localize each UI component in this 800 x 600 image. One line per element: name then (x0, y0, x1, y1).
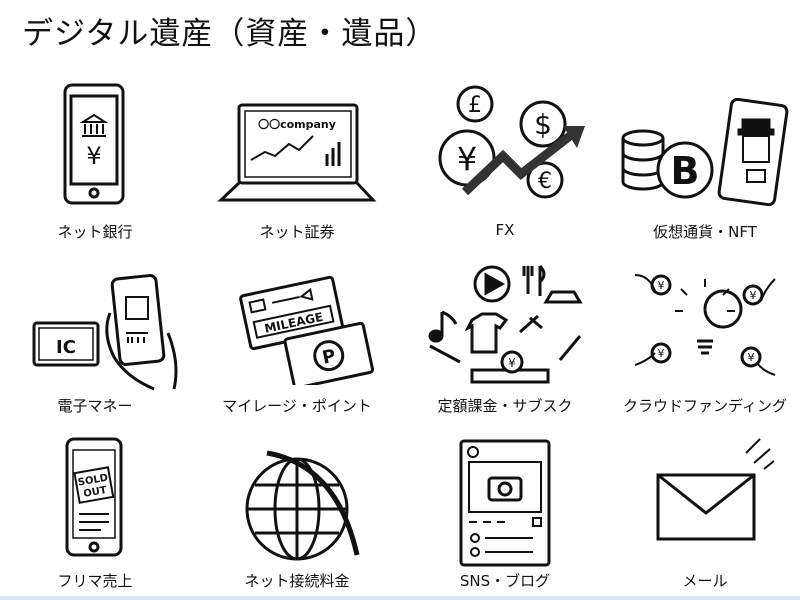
label-internet-fee: ネット接続料金 (244, 572, 350, 590)
svg-text:¥: ¥ (658, 279, 665, 292)
flea-market-icon: SOLD OUT (0, 436, 195, 561)
svg-text:SOLD: SOLD (77, 473, 109, 489)
internet-globe-icon (197, 445, 397, 570)
label-net-securities: ネット証券 (259, 223, 335, 241)
label-flea-market: フリマ売上 (57, 572, 133, 590)
svg-text:IC: IC (56, 337, 76, 358)
svg-text:¥: ¥ (750, 289, 757, 302)
mileage-point-icon: MILEAGE P (197, 275, 397, 385)
label-subscription: 定額課金・サブスク (437, 397, 573, 415)
svg-text:£: £ (468, 93, 482, 118)
label-crypto-nft: 仮想通貨・NFT (653, 223, 757, 241)
label-mileage-point: マイレージ・ポイント (222, 397, 372, 415)
mail-icon (605, 435, 800, 550)
svg-text:〇〇company: 〇〇company (258, 117, 336, 131)
label-mail: メール (682, 572, 728, 590)
label-e-money: 電子マネー (57, 397, 133, 415)
sns-blog-icon (405, 438, 605, 568)
smartphone-bank-icon: ¥ (0, 82, 195, 207)
label-net-bank: ネット銀行 (57, 223, 133, 241)
currency-exchange-icon: £ $ ¥ € (405, 82, 605, 202)
svg-text:¥: ¥ (86, 142, 101, 170)
label-sns-blog: SNS・ブログ (459, 572, 551, 590)
svg-text:¥: ¥ (508, 356, 516, 370)
svg-text:€: € (538, 169, 552, 194)
laptop-stock-icon: 〇〇company (197, 100, 397, 205)
label-fx: FX (495, 221, 515, 239)
e-money-icon: IC (0, 273, 200, 391)
svg-text:B: B (671, 149, 700, 193)
svg-text:¥: ¥ (748, 351, 755, 364)
bottom-divider (0, 596, 800, 600)
crowdfunding-icon: ¥ ¥ ¥ ¥ (605, 265, 800, 385)
svg-text:¥: ¥ (658, 347, 665, 360)
label-crowdfunding: クラウドファンディング (623, 397, 787, 415)
page-title: デジタル遺産（資産・遺品） (22, 16, 438, 52)
svg-text:$: $ (534, 108, 552, 141)
svg-text:P: P (320, 345, 337, 368)
svg-text:¥: ¥ (457, 140, 477, 178)
subscription-icon: ¥ (405, 262, 605, 387)
crypto-nft-icon: B (605, 98, 800, 208)
svg-text:OUT: OUT (83, 485, 108, 500)
